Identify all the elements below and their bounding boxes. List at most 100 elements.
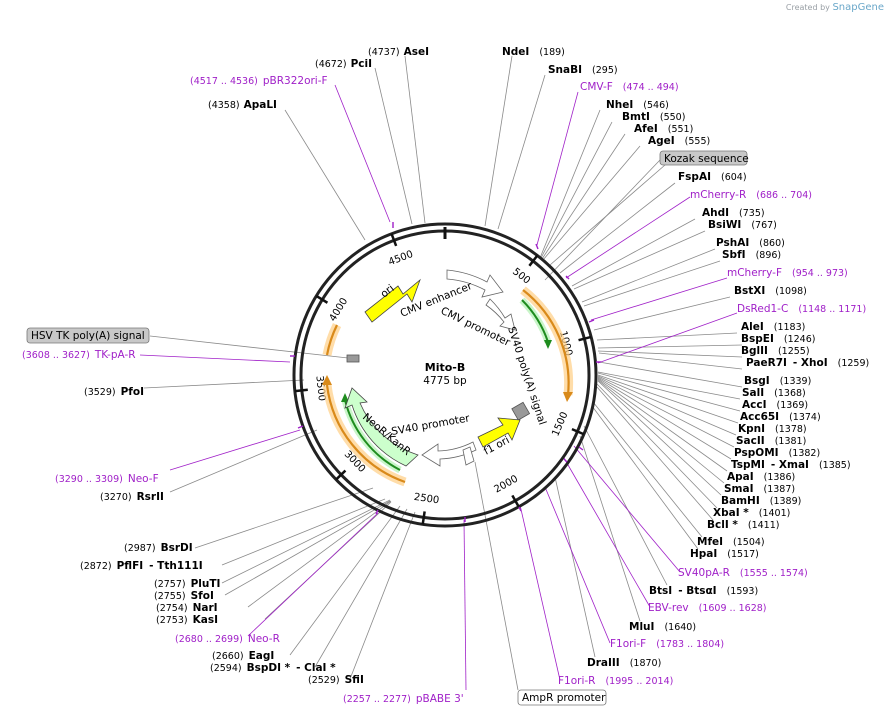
tick-mark: [421, 511, 426, 525]
tick-mark: [578, 335, 592, 342]
site-label[interactable]: Acc65I(1374): [740, 411, 821, 423]
feature-neor-kanr[interactable]: [344, 387, 419, 467]
snapgene-brand: Created by SnapGene: [786, 2, 884, 13]
site-label[interactable]: (4672)PciI: [315, 58, 372, 70]
site-label[interactable]: SmaI(1387): [724, 483, 795, 495]
site-label[interactable]: (2755)SfoI: [154, 590, 214, 602]
site-label[interactable]: BmtI(550): [622, 111, 685, 123]
site-label[interactable]: (2594)BspDI *- ClaI *: [210, 662, 336, 674]
site-label[interactable]: BclI *(1411): [707, 519, 779, 531]
site-label[interactable]: MfeI(1504): [697, 536, 765, 548]
site-label[interactable]: MluI(1640): [629, 621, 696, 633]
site-label[interactable]: (4737)AseI: [368, 46, 429, 58]
top-site-labels: (4737)AseI NdeI(189) (4672)PciI SnaBI(29…: [208, 46, 618, 111]
kozak-label: Kozak sequence: [664, 153, 749, 165]
primer-label[interactable]: (4517 .. 4536)pBR322ori-F: [190, 75, 328, 87]
feature-hsv-tk-polya[interactable]: [346, 354, 360, 363]
site-label[interactable]: HpaI(1517): [690, 548, 759, 560]
hsv-tk-box[interactable]: HSV TK poly(A) signal: [26, 327, 150, 344]
arc-arrow-icon: [563, 392, 573, 402]
primer-label[interactable]: F1ori-F(1783 .. 1804): [610, 638, 724, 650]
site-label[interactable]: AccI(1369): [742, 399, 808, 411]
site-label[interactable]: BtsI- BtsαI(1593): [649, 585, 758, 597]
primer-label[interactable]: SV40pA-R(1555 .. 1574): [678, 567, 808, 579]
site-label[interactable]: BspEI(1246): [741, 333, 815, 345]
tick-label: 500: [510, 266, 532, 286]
site-label[interactable]: BsiWI(767): [708, 219, 777, 231]
site-label[interactable]: SalI(1368): [742, 387, 806, 399]
site-label[interactable]: (4358)ApaLI: [208, 99, 277, 111]
ampr-promoter-label: AmpR promoter: [522, 692, 606, 704]
site-label[interactable]: PspOMI(1382): [734, 447, 820, 459]
tick-mark: [335, 469, 347, 481]
tick-label: 1500: [550, 410, 570, 438]
left-site-labels: (3529)PfoI (3270)RsrII (2987)BsrDI (2872)Pf…: [80, 386, 364, 686]
tick-mark: [511, 494, 520, 508]
site-label[interactable]: (2660)EagI: [212, 650, 274, 662]
hsv-tk-label: HSV TK poly(A) signal: [31, 330, 145, 342]
site-label[interactable]: (2987)BsrDI: [124, 542, 193, 554]
site-label[interactable]: BstXI(1098): [734, 285, 807, 297]
site-label[interactable]: BsgI(1339): [744, 375, 811, 387]
site-label[interactable]: TspMI- XmaI(1385): [731, 459, 851, 471]
plasmid-name: Mito-B: [425, 361, 465, 374]
feature-f1-ori[interactable]: [477, 417, 521, 448]
site-label[interactable]: NheI(546): [606, 99, 669, 111]
primer-label[interactable]: CMV-F(474 .. 494): [580, 81, 679, 93]
primer-label[interactable]: DsRed1-C(1148 .. 1171): [737, 303, 866, 315]
site-label[interactable]: SbfI(896): [722, 249, 781, 261]
site-label[interactable]: FspAI(604): [678, 171, 747, 183]
site-label[interactable]: (2753)KasI: [156, 614, 218, 626]
primer-label[interactable]: mCherry-F(954 .. 973): [727, 267, 848, 279]
primer-label[interactable]: F1ori-R(1995 .. 2014): [558, 675, 673, 687]
site-label[interactable]: BamHI(1389): [721, 495, 801, 507]
site-label[interactable]: BglII(1255): [741, 345, 810, 357]
site-label[interactable]: NdeI(189): [502, 46, 565, 58]
site-label[interactable]: (2872)PflFI- Tth111I: [80, 560, 203, 572]
tick-mark: [294, 388, 308, 393]
site-label[interactable]: DraIII(1870): [587, 657, 661, 669]
site-label[interactable]: SnaBI(295): [548, 64, 618, 76]
tick-mark: [571, 427, 585, 436]
site-label[interactable]: (2529)SfiI: [308, 674, 364, 686]
feature-sv40-promoter-label: SV40 promoter: [390, 412, 471, 438]
feature-ori[interactable]: [364, 278, 421, 323]
site-label[interactable]: PaeR7I- XhoI(1259): [746, 357, 869, 369]
tick-label: 2000: [492, 474, 520, 496]
green-arcs: [341, 297, 552, 474]
site-label[interactable]: AfeI(551): [634, 123, 693, 135]
feature-cmv-enhancer[interactable]: [446, 269, 504, 298]
primer-label[interactable]: (3290 .. 3309)Neo-F: [55, 473, 159, 485]
feature-cmv-promoter[interactable]: [485, 298, 516, 331]
site-label[interactable]: AleI(1183): [741, 321, 805, 333]
tick-mark: [315, 294, 329, 304]
primer-label[interactable]: (2257 .. 2277)pBABE 3': [343, 693, 464, 705]
primer-label[interactable]: mCherry-R(686 .. 704): [690, 189, 812, 201]
feature-cmv-promoter-label: CMV promoter: [439, 305, 513, 349]
primer-label[interactable]: (2680 .. 2699)Neo-R: [175, 633, 280, 645]
site-label[interactable]: AhdI(735): [702, 207, 765, 219]
site-label[interactable]: (2757)PluTI: [154, 578, 220, 590]
tick-label: 2500: [413, 492, 440, 507]
site-label[interactable]: PshAI(860): [716, 237, 785, 249]
site-label[interactable]: SacII(1381): [736, 435, 806, 447]
orange-highlight-arcs: [322, 286, 574, 487]
primer-label[interactable]: EBV-rev(1609 .. 1628): [648, 602, 767, 614]
ampr-promoter-box[interactable]: AmpR promoter: [517, 689, 607, 706]
site-label[interactable]: XbaI *(1401): [713, 507, 790, 519]
primer-ring-marks: [290, 222, 601, 522]
primer-label[interactable]: (3608 .. 3627)TK-pA-R: [22, 349, 136, 361]
feature-sv40-promoter[interactable]: [421, 441, 477, 467]
site-label[interactable]: AgeI(555): [648, 135, 710, 147]
site-label[interactable]: (2754)NarI: [156, 602, 218, 614]
kozak-box[interactable]: Kozak sequence: [659, 150, 749, 166]
site-label[interactable]: (3270)RsrII: [100, 491, 164, 503]
site-label[interactable]: KpnI(1378): [738, 423, 807, 435]
site-label[interactable]: ApaI(1386): [727, 471, 795, 483]
tick-mark: [528, 254, 539, 267]
plasmid-size: 4775 bp: [423, 375, 467, 387]
right-site-labels: NheI(546)BmtI(550)AfeI(551)AgeI(555) FspA…: [587, 99, 869, 669]
feature-sv40-polya[interactable]: [511, 401, 531, 421]
site-label[interactable]: (3529)PfoI: [84, 386, 144, 398]
